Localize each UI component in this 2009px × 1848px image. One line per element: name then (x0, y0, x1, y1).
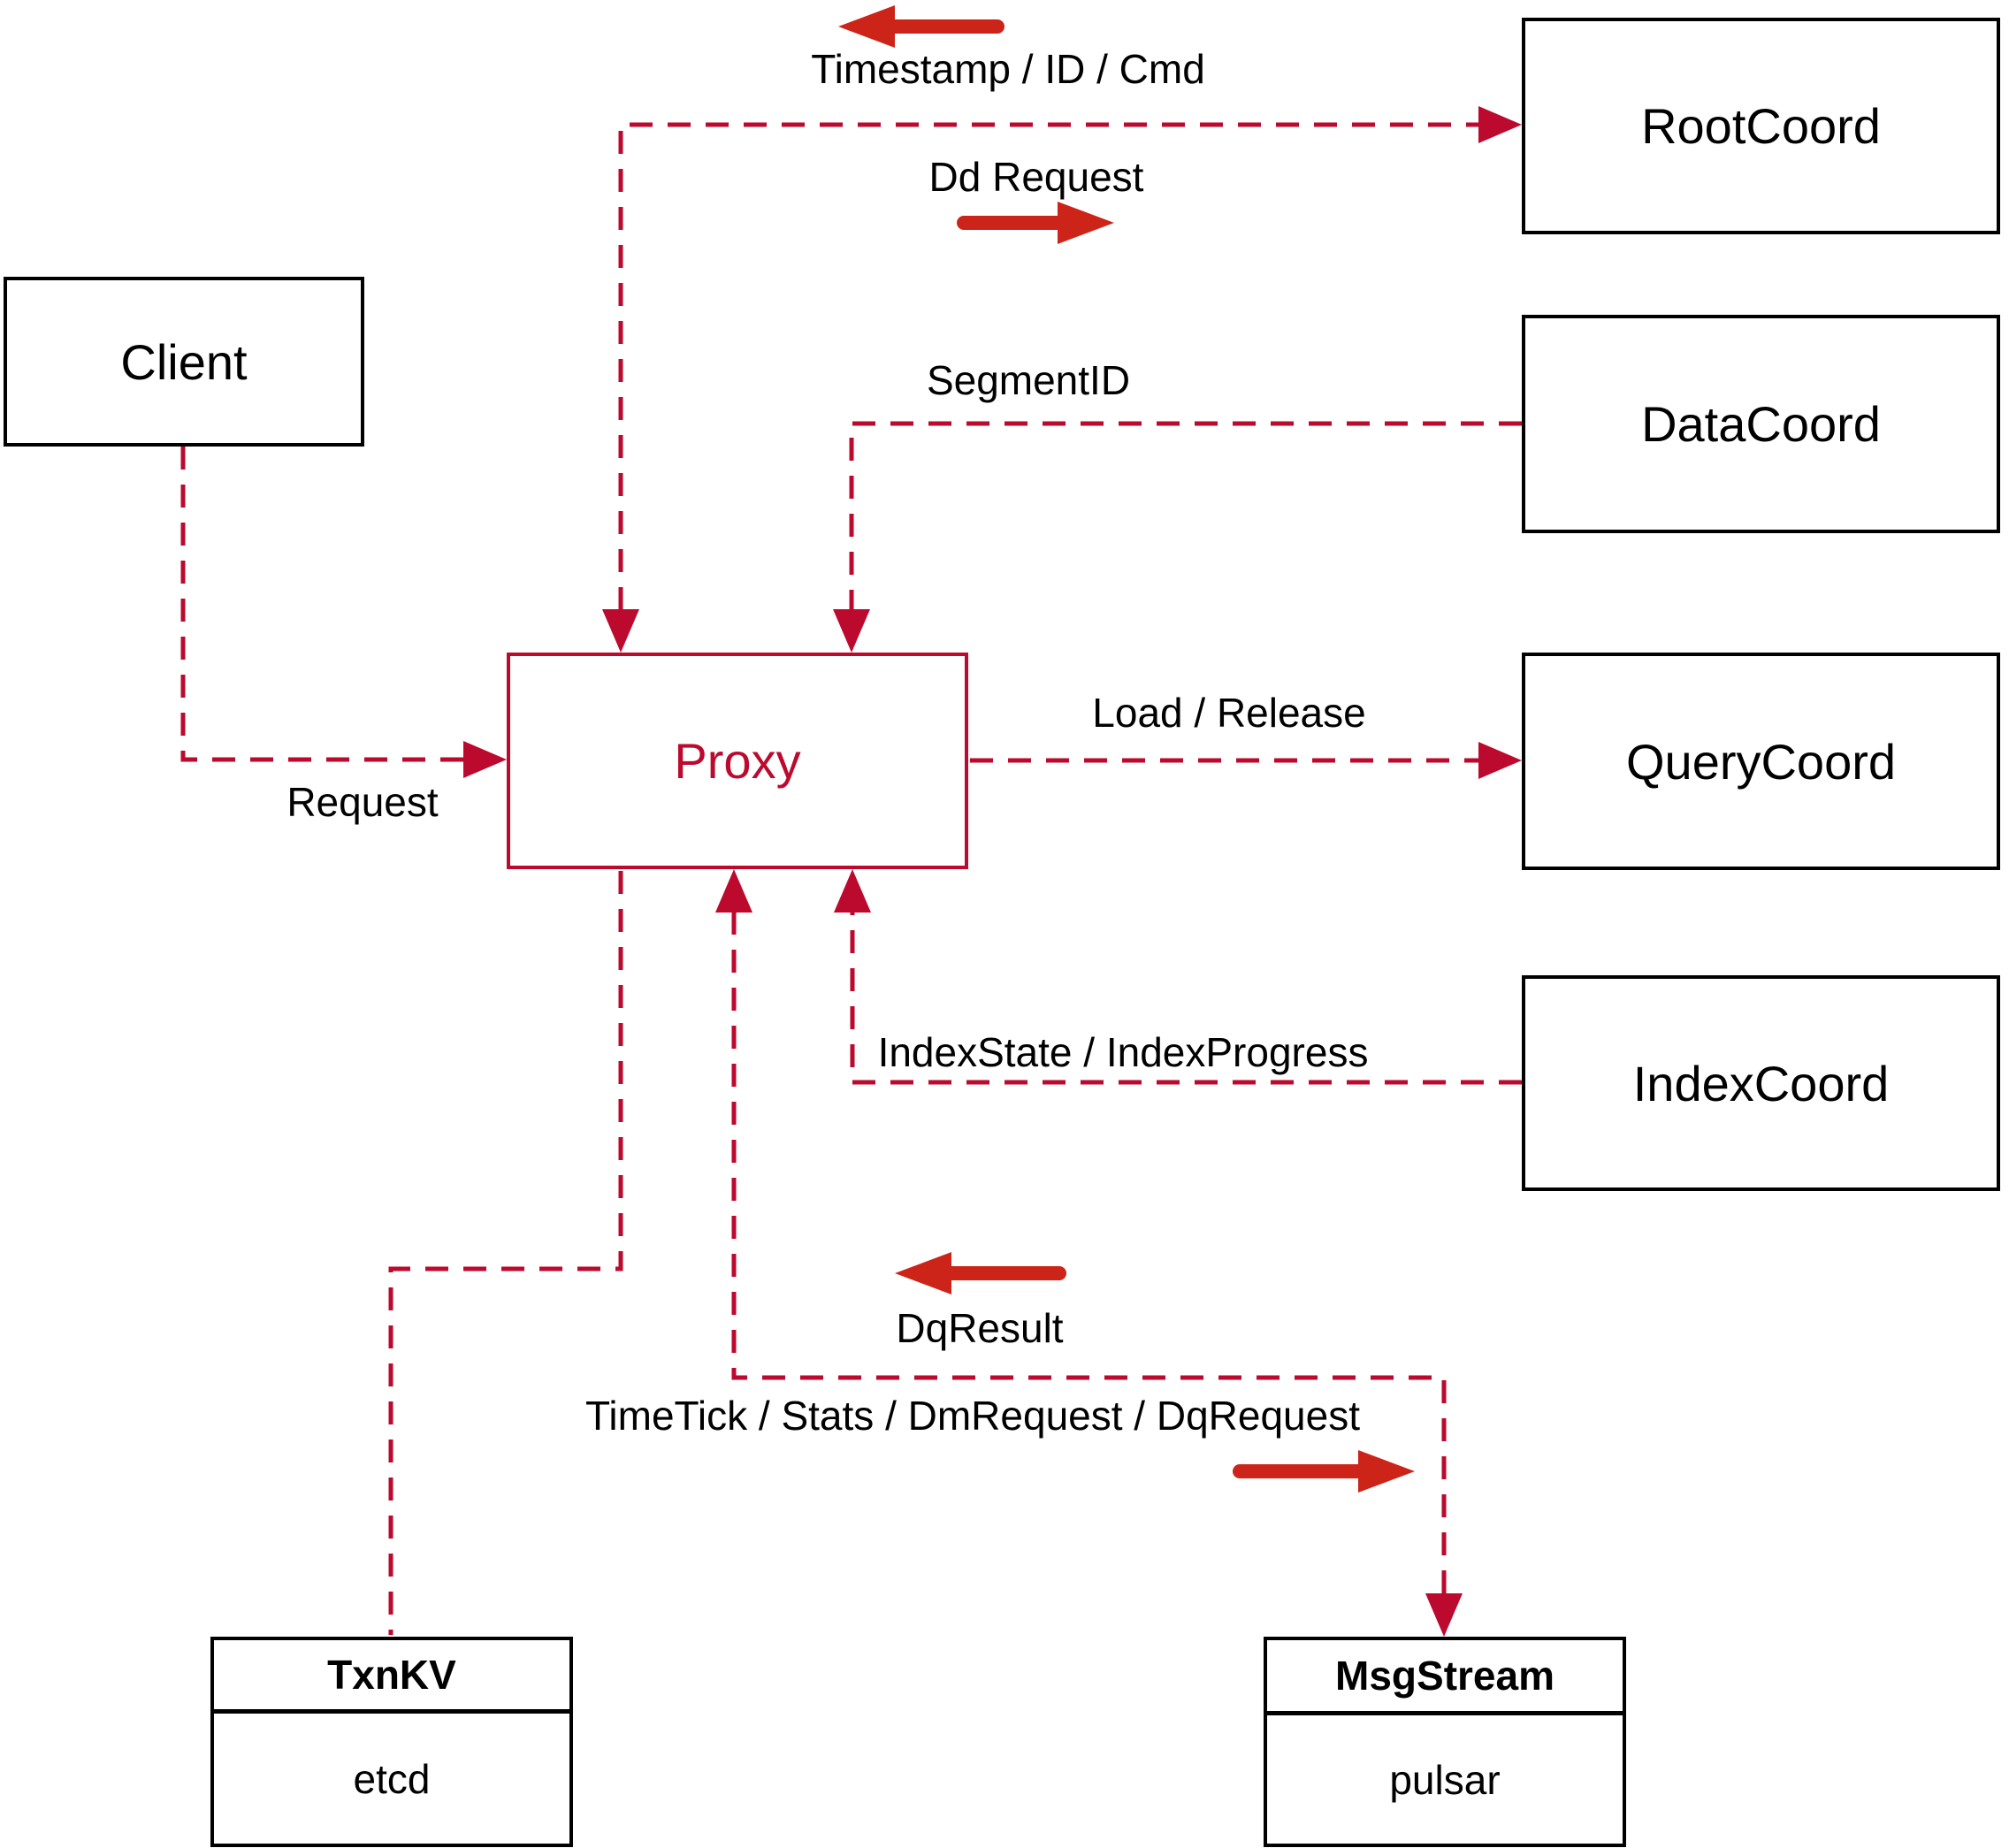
arrowhead-up-icon (834, 869, 871, 913)
arrowhead-down-icon (602, 609, 639, 653)
edge-proxy-msgstream (731, 912, 1447, 1594)
edge-indexcoord-proxy (850, 912, 1522, 1085)
edge-label-request: Request (286, 779, 439, 825)
edge-label-index-state: IndexState / IndexProgress (877, 1029, 1369, 1075)
arrowhead-right-icon (1478, 742, 1522, 779)
node-datacoord: DataCoord (1522, 315, 2000, 533)
direction-arrow-left-icon (838, 5, 1004, 48)
node-txnkv-subtitle: etcd (353, 1755, 431, 1802)
node-msgstream-title: MsgStream (1267, 1640, 1623, 1715)
node-msgstream-subtitle: pulsar (1389, 1756, 1501, 1803)
edge-label-load-release: Load / Release (1092, 690, 1366, 736)
edge-label-segment-id: SegmentID (926, 357, 1131, 403)
edge-label-timetick: TimeTick / Stats / DmRequest / DqRequest (585, 1393, 1360, 1439)
node-msgstream: MsgStream pulsar (1264, 1637, 1626, 1847)
node-querycoord-label: QueryCoord (1625, 733, 1897, 790)
edge-client-proxy (180, 447, 467, 762)
arrowhead-right-icon (463, 741, 507, 778)
node-proxy-label: Proxy (674, 733, 801, 789)
arrowhead-down-icon (1425, 1593, 1463, 1637)
edge-label-timestamp-id-cmd: Timestamp / ID / Cmd (811, 46, 1205, 92)
node-datacoord-label: DataCoord (1641, 396, 1881, 452)
node-proxy: Proxy (507, 653, 968, 869)
node-rootcoord: RootCoord (1522, 18, 2000, 234)
edge-proxy-rootcoord (618, 122, 1482, 610)
arrowhead-right-icon (1478, 106, 1522, 143)
node-querycoord: QueryCoord (1522, 653, 2000, 870)
direction-arrow-left-icon (895, 1252, 1066, 1294)
arrowhead-up-icon (715, 869, 752, 913)
edge-proxy-txnkv (388, 871, 623, 1635)
edge-datacoord-proxy (849, 421, 1522, 610)
edge-label-dd-request: Dd Request (928, 154, 1144, 200)
direction-arrow-right-icon (1233, 1450, 1415, 1493)
direction-arrow-right-icon (957, 202, 1114, 244)
node-indexcoord: IndexCoord (1522, 975, 2000, 1191)
node-indexcoord-label: IndexCoord (1632, 1055, 1890, 1111)
node-rootcoord-label: RootCoord (1641, 98, 1881, 154)
node-txnkv-title: TxnKV (214, 1640, 569, 1714)
node-client: Client (4, 277, 364, 447)
edge-label-dq-result: DqResult (896, 1305, 1064, 1351)
node-txnkv: TxnKV etcd (210, 1637, 573, 1847)
node-client-label: Client (120, 333, 248, 390)
arrowhead-down-icon (833, 609, 870, 653)
